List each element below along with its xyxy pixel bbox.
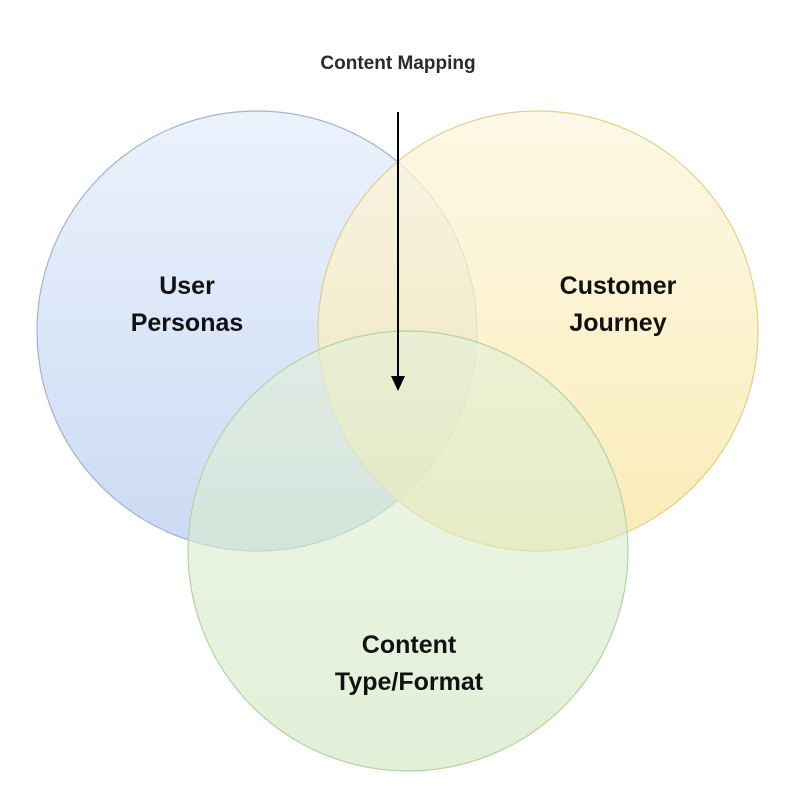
- content-mapping-label: Content Mapping: [320, 53, 475, 74]
- label-user-personas-line2: Personas: [131, 309, 244, 337]
- label-user-personas-line1: User: [159, 272, 215, 300]
- circle-content-type-format: [187, 330, 629, 772]
- arrow-head-icon: [391, 376, 405, 391]
- label-content-type-line1: Content: [362, 631, 457, 659]
- label-customer-journey-line2: Journey: [569, 309, 666, 337]
- label-customer-journey-line1: Customer: [560, 272, 677, 300]
- label-content-type-line2: Type/Format: [335, 668, 484, 696]
